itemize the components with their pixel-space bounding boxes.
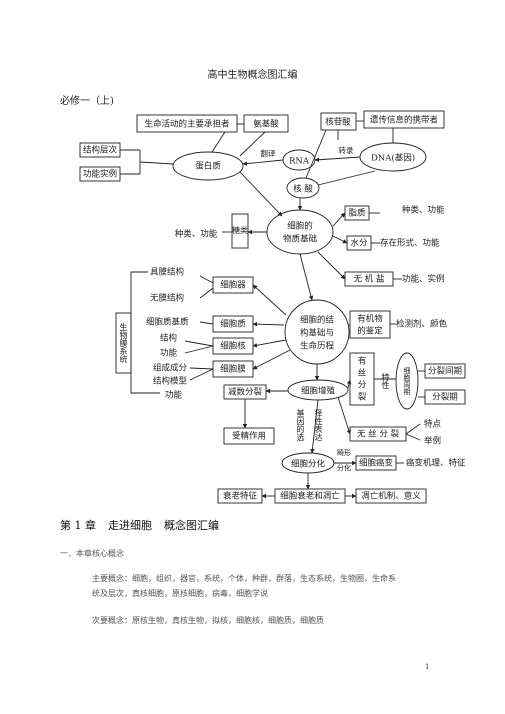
- label-organic-1: 有机物: [357, 314, 383, 325]
- box-life-bearer: [136, 114, 238, 133]
- label-nonmem-struct: 无膜结构: [150, 293, 184, 304]
- label-fertilization: 受精作用: [232, 431, 266, 442]
- label-mitosis-4: 裂: [358, 392, 367, 403]
- label-rna: RNA: [289, 157, 310, 167]
- label-example: 举例: [424, 436, 441, 447]
- label-organelle-struct: 具膜结构: [150, 267, 184, 278]
- node-nucleic-acid: [286, 177, 320, 199]
- label-transcribe: 转录: [339, 145, 354, 155]
- label-trait: 特点: [424, 419, 442, 430]
- node-cell-cycle: [395, 352, 419, 410]
- box-genetic-carrier: [363, 110, 445, 129]
- label-mitosis-1: 有: [358, 356, 367, 367]
- label-salt-func: 功能、实例: [402, 274, 445, 285]
- label-cell-cycle: 细胞周期: [403, 366, 411, 396]
- label-sugar: 糖类: [232, 225, 248, 235]
- label-gene-selective: 基因的选: [296, 408, 305, 442]
- label-meiosis: 减数分裂: [228, 387, 263, 398]
- label-feature: 特性: [381, 372, 390, 389]
- label-aging: 细胞衰老和凋亡: [280, 491, 340, 502]
- label-mitosis-3: 分: [358, 381, 367, 391]
- node-cell-basis: [266, 209, 334, 255]
- label-cancer: 细胞癌变: [359, 458, 394, 469]
- label-function2: 功能: [165, 390, 183, 401]
- label-nucleus: 细胞核: [220, 341, 246, 352]
- label-division-phase: 分裂期: [432, 392, 458, 403]
- label-membrane: 细胞膜: [220, 364, 246, 375]
- label-lipid: 脂质: [348, 208, 366, 219]
- label-cell-basis-1: 细胞的: [287, 221, 313, 232]
- label-translate: 翻译: [261, 149, 276, 158]
- label-water-form: 存在形式、功能: [380, 238, 440, 249]
- label-reagent: 检测剂、颜色: [396, 319, 448, 330]
- label-amino-acid: 氨基酸: [253, 119, 279, 130]
- main-concepts: 主要概念：细胞，组织，器官，系统，个体，种群，群落，生态系统，生物圈，生命系统及…: [92, 574, 396, 598]
- label-proliferation: 细胞增殖: [301, 386, 336, 397]
- label-interphase: 分裂间期: [428, 366, 462, 377]
- label-life-bearer: 生命活动的主要承担者: [144, 119, 230, 130]
- label-abnormal: 畸形: [337, 448, 351, 457]
- label-differentiation: 细胞分化: [291, 459, 326, 470]
- label-life-center-1: 细胞的结: [300, 315, 334, 326]
- label-aging-feature: 衰老特征: [223, 491, 258, 502]
- label-sugar-text: 糖类: [232, 225, 248, 235]
- label-sugar-types: 种类、功能: [175, 229, 218, 240]
- label-struct-model: 结构模型: [153, 376, 188, 387]
- chapter-name: 走进细胞: [108, 519, 152, 532]
- chapter-number: 第 1 章: [60, 519, 96, 532]
- label-structure-level: 结构层次: [83, 145, 118, 156]
- box-fertilization: [223, 427, 275, 445]
- box-organic: [349, 310, 391, 339]
- label-biomembrane: 生物膜系统: [119, 322, 128, 364]
- label-structure: 结构: [160, 333, 177, 344]
- label-differentiation-label: 分化: [337, 463, 351, 472]
- node-protein: [172, 151, 244, 181]
- chapter-heading: 第 1 章走进细胞概念图汇编: [60, 517, 219, 533]
- page-title: 高中生物概念图汇编: [207, 70, 298, 81]
- label-function-example: 功能实例: [83, 169, 117, 180]
- label-life-center-3: 生命历程: [300, 341, 335, 352]
- label-function: 功能: [160, 348, 178, 359]
- label-composition: 组成成分: [153, 363, 188, 374]
- label-organic-2: 的鉴定: [357, 326, 383, 337]
- section-heading: 必修一（上): [60, 96, 114, 107]
- label-mitosis-2: 丝: [358, 368, 367, 379]
- label-nucleic-acid: 核 酸: [293, 184, 313, 195]
- label-lipid-types: 种类、功能: [402, 205, 445, 216]
- label-apoptosis: 凋亡机制、意义: [361, 491, 421, 502]
- label-selective-expr: 择性表达: [314, 408, 323, 442]
- label-amitosis: 无 丝 分 裂: [357, 429, 400, 440]
- label-dna: DNA(基因): [371, 153, 415, 164]
- box-amino-acid: [243, 114, 289, 133]
- sub-heading: 一．本章核心概念: [60, 549, 124, 558]
- label-nucleotide: 核苷酸: [325, 117, 351, 128]
- label-inorganic-salt: 无 机 盐: [354, 274, 385, 285]
- label-genetic-carrier: 遗传信息的携带者: [370, 115, 439, 126]
- chapter-subtitle: 概念图汇编: [164, 519, 219, 532]
- label-water: 水分: [350, 238, 368, 249]
- page-number: 1: [425, 663, 430, 671]
- label-cytoplasm: 细胞质: [220, 319, 246, 330]
- label-protein: 蛋白质: [195, 161, 221, 172]
- label-cancer-mech: 癌变机理、特征: [406, 458, 466, 469]
- label-cell-basis-2: 物质基础: [283, 234, 317, 245]
- box-nucleotide: [320, 112, 357, 131]
- label-matrix: 细胞质基质: [146, 317, 189, 328]
- secondary-concepts: 次要概念：原核生物，真核生物，拟核，细胞核，细胞质，细胞质: [92, 616, 324, 625]
- label-life-center-2: 构基础与: [300, 328, 334, 339]
- label-organelle: 细胞器: [220, 280, 246, 291]
